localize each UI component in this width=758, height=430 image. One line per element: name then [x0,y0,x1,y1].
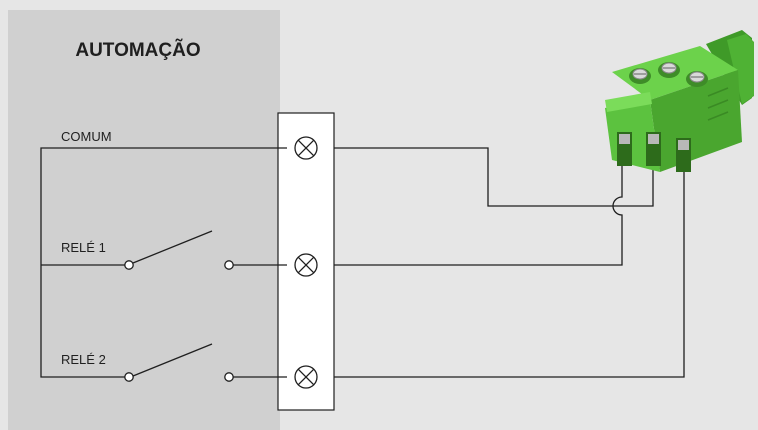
right-wiring [334,147,685,378]
terminal-1-icon [294,136,318,160]
relay2-switch-lever [132,343,213,377]
label-relay1: RELÉ 1 [61,240,106,255]
relay1-contact-a [124,260,134,270]
wire-relay1-to-pin1 [334,150,623,266]
panel-title: AUTOMAÇÃO [75,39,200,61]
relay2-contact-b [224,372,234,382]
common-wire [40,147,287,378]
left-wiring [40,147,287,378]
wire-relay2-to-pin3 [334,160,685,378]
label-relay2: RELÉ 2 [61,352,106,367]
terminal-2-icon [294,253,318,277]
automation-panel [8,10,280,430]
wire-common-to-pin2 [334,147,654,207]
terminal-3-icon [294,365,318,389]
relay1-contact-b [224,260,234,270]
relay2-contact-a [124,372,134,382]
label-common: COMUM [61,129,112,144]
relay1-switch-lever [132,230,213,264]
green-connector-icon [605,30,754,172]
